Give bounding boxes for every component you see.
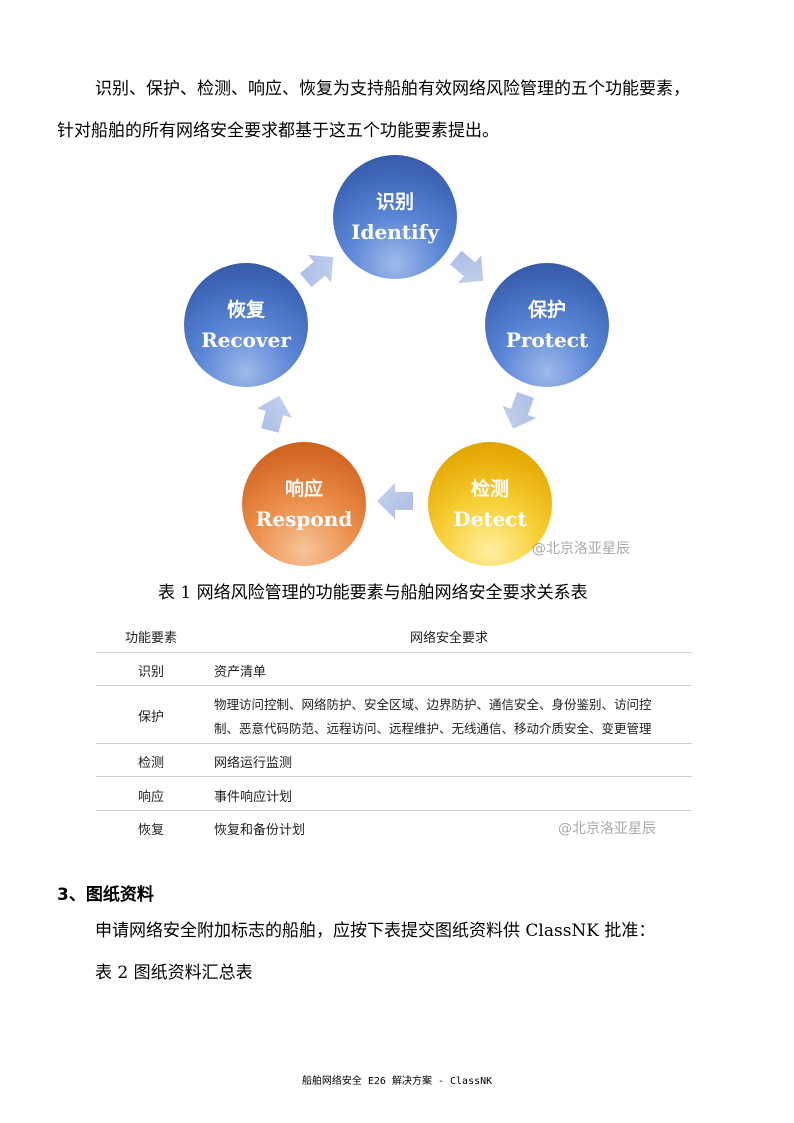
row-requirement: 恢复和备份计划 [214,823,306,838]
table1-caption: 表 1 网络风险管理的功能要素与船舶网络安全要求关系表 [158,583,588,603]
intro-line-1: 识别、保护、检测、响应、恢复为支持船舶有效网络风险管理的五个功能要素， [95,79,690,99]
arrow-icon [257,395,292,433]
node-identify-cn: 识别 [375,191,414,213]
row-requirement: 网络运行监测 [214,756,293,771]
header-element: 功能要素 [124,631,177,646]
table-header-row: 功能要素 网络安全要求 [96,618,692,653]
arrow-icon [502,391,537,429]
table2-caption: 表 2 图纸资料汇总表 [95,963,253,983]
table-watermark: @北京洛亚星辰 [558,821,656,837]
table-row: 恢复 恢复和备份计划 [96,810,692,843]
page-footer: 船舶网络安全 E26 解决方案 - ClassNK [301,1076,493,1087]
node-respond-en: Respond [255,507,353,531]
section-body: 申请网络安全附加标志的船舶，应按下表提交图纸资料供 ClassNK 批准： [95,921,656,941]
row-requirement: 事件响应计划 [214,790,293,805]
cycle-arrows [257,250,537,519]
row-element: 响应 [137,790,164,805]
row-element: 识别 [137,665,164,680]
node-recover: 恢复 Recover [184,263,308,387]
node-detect-en: Detect [453,507,527,531]
row-requirement-line1: 物理访问控制、网络防护、安全区域、边界防护、通信安全、身份鉴别、访问控 [214,697,652,712]
table-row: 保护 物理访问控制、网络防护、安全区域、边界防护、通信安全、身份鉴别、访问控 制… [96,685,692,744]
table-row: 检测 网络运行监测 [96,743,692,777]
node-respond: 响应 Respond [242,442,366,566]
table-row: 识别 资产清单 [96,652,692,686]
row-element: 恢复 [137,823,164,838]
node-identify: 识别 Identify [333,155,457,279]
node-protect-en: Protect [505,328,589,352]
row-requirement-line2: 制、恶意代码防范、远程访问、远程维护、无线通信、移动介质安全、变更管理 [214,721,652,736]
node-identify-en: Identify [351,220,439,244]
header-requirement: 网络安全要求 [409,631,488,646]
node-recover-en: Recover [201,328,291,352]
table-row: 响应 事件响应计划 [96,776,692,811]
arrow-icon [449,250,484,284]
section-heading: 3、图纸资料 [57,885,154,905]
diagram-watermark: @北京洛亚星辰 [532,541,630,557]
risk-cycle-diagram: 识别 Identify 保护 Protect 检测 Detect 响应 Resp… [184,155,630,566]
node-detect-cn: 检测 [470,478,509,500]
arrow-icon [377,483,413,519]
row-element: 保护 [137,710,164,725]
intro-line-2: 针对船舶的所有网络安全要求都基于这五个功能要素提出。 [57,121,499,141]
row-element: 检测 [137,756,164,771]
node-protect-cn: 保护 [527,299,566,321]
arrow-icon [299,254,334,288]
node-detect: 检测 Detect [428,442,552,566]
row-requirement: 资产清单 [214,665,267,680]
node-recover-cn: 恢复 [226,299,265,321]
node-protect: 保护 Protect [485,263,609,387]
node-respond-cn: 响应 [284,478,323,500]
